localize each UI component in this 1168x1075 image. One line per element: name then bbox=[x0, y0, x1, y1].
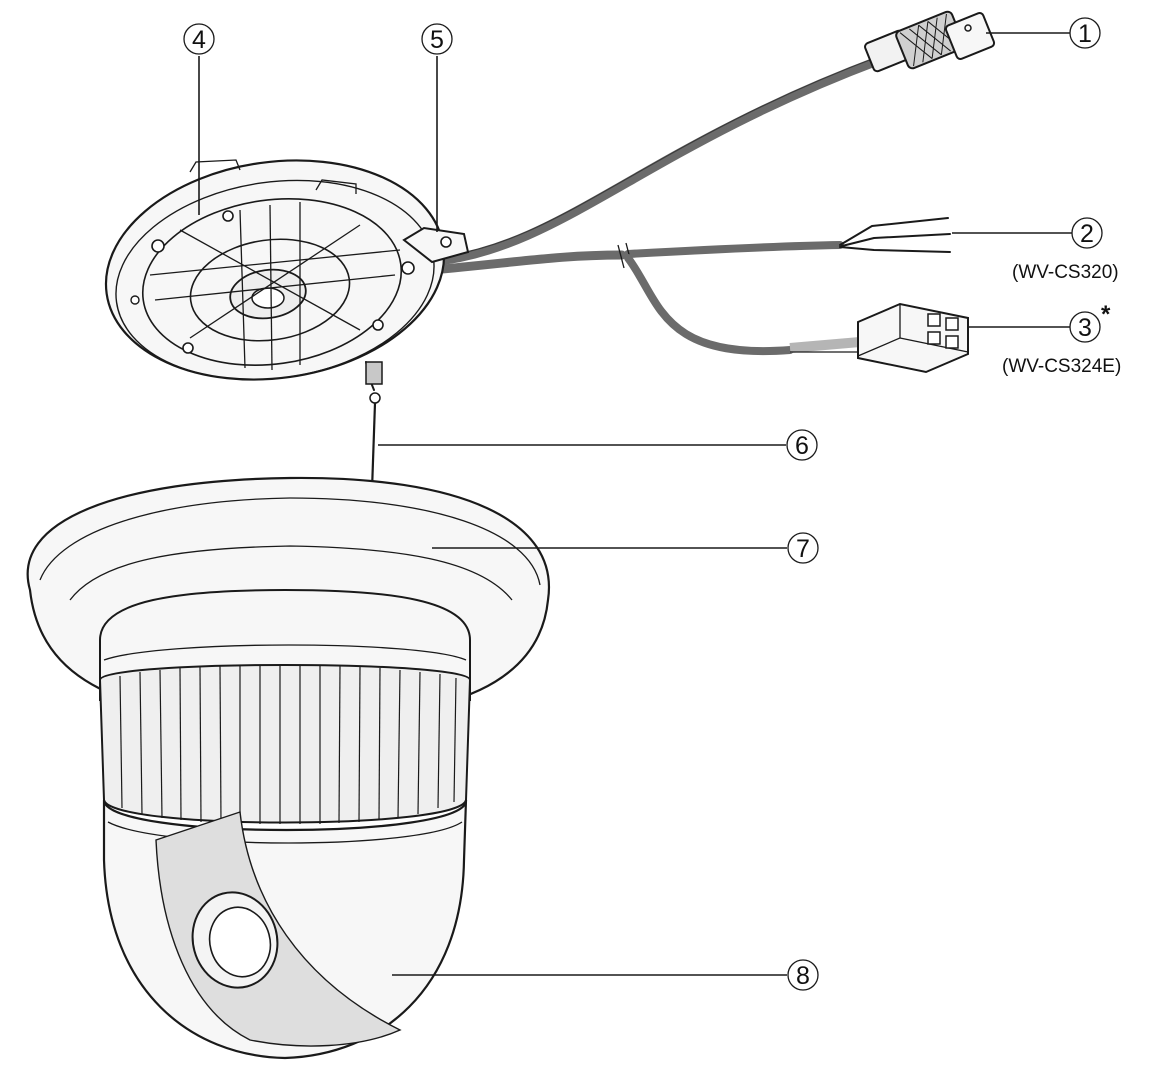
callout-2: 2 (WV-CS320) bbox=[1012, 217, 1119, 283]
power-connector-housing bbox=[857, 302, 969, 374]
bnc-connector bbox=[864, 10, 996, 73]
leader-lines bbox=[198, 32, 1072, 976]
callout-3-label: 3 bbox=[1078, 314, 1092, 342]
grounding-tab bbox=[402, 226, 470, 264]
callout-1: 1 bbox=[1069, 17, 1101, 49]
mounting-base bbox=[104, 159, 446, 381]
callout-2-model-note: (WV-CS320) bbox=[1012, 262, 1119, 283]
callout-4: 4 bbox=[183, 23, 215, 55]
camera-cylinder bbox=[98, 588, 472, 824]
callout-7: 7 bbox=[787, 532, 819, 564]
callout-4-label: 4 bbox=[192, 26, 206, 54]
callout-3: 3 * (WV-CS324E) bbox=[1002, 301, 1121, 377]
callout-3-asterisk: * bbox=[1101, 301, 1111, 328]
callout-8: 8 bbox=[787, 959, 819, 991]
cable-bundle bbox=[425, 55, 951, 356]
callout-7-label: 7 bbox=[796, 535, 810, 563]
safety-wire bbox=[365, 361, 383, 491]
callout-8-label: 8 bbox=[796, 962, 810, 990]
dome-cover bbox=[102, 799, 468, 1060]
callout-6-label: 6 bbox=[795, 432, 809, 460]
callout-6: 6 bbox=[786, 429, 818, 461]
callout-3-model-note: (WV-CS324E) bbox=[1002, 356, 1121, 377]
callout-5: 5 bbox=[421, 23, 453, 55]
callout-2-label: 2 bbox=[1080, 220, 1094, 248]
callout-5-label: 5 bbox=[430, 26, 444, 54]
callout-1-label: 1 bbox=[1078, 20, 1092, 48]
